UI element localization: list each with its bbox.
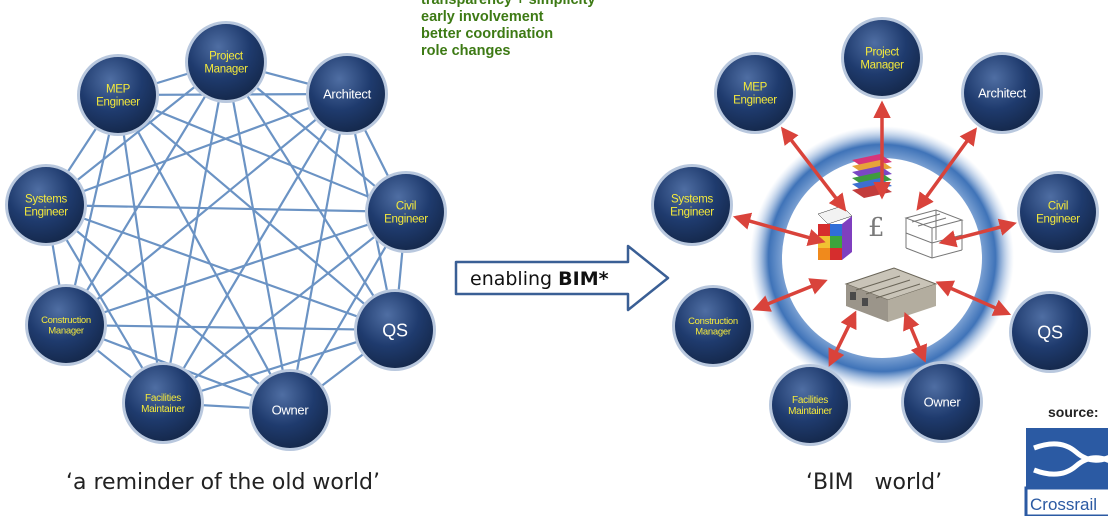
crossrail-logo-text: Crossrail — [1030, 495, 1097, 514]
bim-exchange-arrow — [903, 312, 927, 363]
mesh-connection-line — [65, 210, 407, 327]
crossrail-logo: Crossrail — [1024, 428, 1108, 516]
benefit-item: better coordination — [421, 26, 554, 42]
old-world-node-label: Architect — [323, 87, 372, 102]
old-world-node-label: Owner — [272, 403, 310, 418]
building-model-icon — [844, 267, 938, 322]
enabling-bim-arrow: enabling BIM* — [454, 244, 670, 312]
bim-exchange-arrow — [935, 280, 1012, 316]
bim-world-node-owner: Owner — [901, 361, 983, 443]
mesh-connection-line — [162, 211, 407, 404]
enabling-bim-label: enabling BIM* — [470, 268, 609, 290]
mesh-connection-line — [224, 61, 292, 411]
bim-exchange-arrow — [752, 278, 828, 312]
mesh-connection-line — [161, 61, 228, 404]
mesh-connection-line — [117, 93, 407, 214]
bim-exchange-arrow — [828, 310, 857, 367]
bim-exchange-arrow — [780, 126, 847, 212]
bim-world-node-label: QS — [1037, 322, 1063, 342]
old-world-caption: ‘a reminder of the old world’ — [66, 470, 380, 495]
old-world-node-label: QS — [382, 320, 408, 340]
benefit-item: transparency + simplicity — [421, 0, 596, 8]
mesh-connection-line — [288, 93, 349, 411]
benefit-item: early involvement — [421, 9, 544, 25]
mesh-connection-line — [45, 203, 407, 214]
mesh-connection-line — [162, 93, 348, 404]
bim-exchange-arrow — [916, 127, 978, 211]
svg-text:£: £ — [868, 213, 885, 243]
bim-world-node-label: Architect — [978, 86, 1027, 101]
old-world-node-qs: QS — [354, 289, 436, 371]
bim-exchange-arrows — [732, 100, 1017, 367]
mesh-connection-line — [225, 61, 396, 331]
bim-world-caption: ‘BIM world’ — [806, 470, 943, 495]
old-world-node-owner: Owner — [249, 369, 331, 451]
bim-world-node-label: Owner — [924, 395, 962, 410]
mesh-connection-line — [45, 92, 348, 207]
layered-model-icon — [852, 154, 892, 198]
mesh-connection-line — [65, 93, 348, 326]
bim-world-node-architect: Architect — [961, 52, 1043, 134]
cost-symbol-icon: £ — [868, 213, 885, 243]
mesh-connection-line — [45, 203, 396, 332]
mesh-connection-line — [117, 94, 396, 331]
mesh-connection-line — [65, 323, 396, 332]
rubiks-cube-icon — [817, 205, 853, 260]
source-label: source: — [1048, 404, 1099, 420]
old-world-node-architect: Architect — [306, 53, 388, 135]
bim-world-node-qs: QS — [1009, 291, 1091, 373]
mesh-connection-line — [117, 94, 291, 411]
mesh-connection-line — [65, 61, 227, 326]
bim-exchange-arrow — [732, 212, 826, 247]
bim-exchange-arrow — [938, 218, 1017, 248]
mesh-connection-line — [116, 94, 165, 404]
mesh-connection-line — [45, 204, 291, 411]
benefit-item: role changes — [421, 43, 511, 59]
